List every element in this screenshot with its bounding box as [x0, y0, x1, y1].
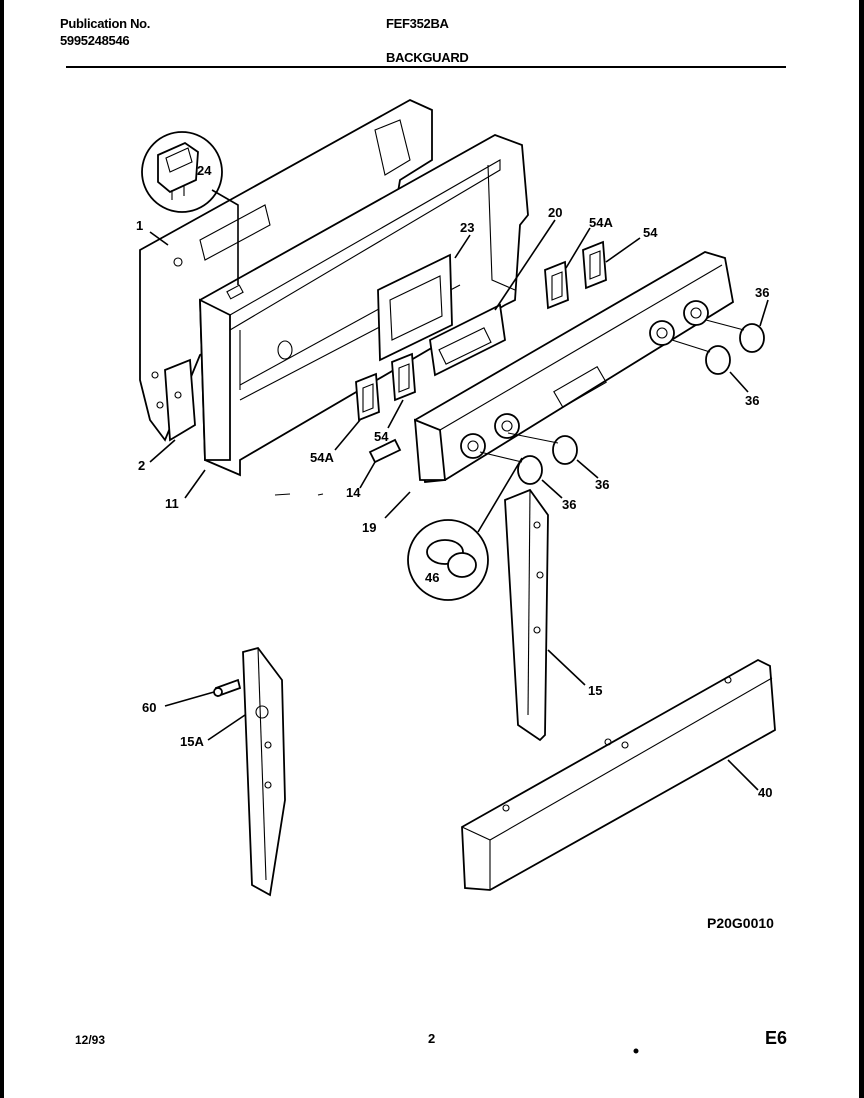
- part-23-bracket: [377, 234, 471, 362]
- callout-15: 15: [588, 683, 602, 698]
- footer-date: 12/93: [75, 1033, 106, 1047]
- part-11-backguard-frame: [199, 134, 529, 477]
- callout-19: 19: [362, 520, 376, 535]
- callout-40: 40: [758, 785, 772, 800]
- callout-15a: 15A: [180, 734, 204, 749]
- leader-1: [149, 231, 169, 246]
- footer-code: E6: [765, 1028, 788, 1048]
- callout-1: 1: [136, 218, 143, 233]
- leader-11: [184, 469, 206, 499]
- callout-24: 24: [197, 163, 212, 178]
- model-number: FEF352BA: [386, 16, 449, 31]
- callout-54-lower: 54: [374, 429, 389, 444]
- part-54-switch-upper: [582, 237, 641, 290]
- callout-36-middle: 36: [595, 477, 609, 492]
- header-rule: [66, 66, 786, 68]
- callout-36-upper-right: 36: [755, 285, 769, 300]
- callout-46: 46: [425, 570, 439, 585]
- scan-marks: [274, 493, 324, 496]
- callout-14: 14: [346, 485, 361, 500]
- part-2-bracket: [164, 358, 196, 442]
- callout-54a-lower: 54A: [310, 450, 334, 465]
- part-54a-switch-upper: [544, 227, 591, 310]
- part-20-clock-module: [429, 219, 556, 377]
- part-60-screw: [164, 678, 242, 707]
- callout-54-upper: 54: [643, 225, 658, 240]
- callout-20: 20: [548, 205, 562, 220]
- callout-54a-upper: 54A: [589, 215, 613, 230]
- drawing-code: P20G0010: [707, 915, 774, 931]
- callout-60: 60: [142, 700, 156, 715]
- part-14-sensor: [359, 438, 402, 489]
- publication-label: Publication No.: [60, 16, 151, 31]
- scan-border-right: [859, 0, 864, 1098]
- leader-2: [149, 439, 176, 463]
- part-15a-side-trim: [207, 646, 286, 897]
- scan-speck: [633, 1048, 639, 1054]
- part-40-front-trim: [461, 658, 776, 891]
- scan-border-left: [0, 0, 4, 1098]
- callout-2: 2: [138, 458, 145, 473]
- part-24-switch-inset: [141, 131, 239, 285]
- callout-11: 11: [165, 496, 179, 511]
- part-15-side-trim: [504, 488, 586, 742]
- callout-36-left: 36: [562, 497, 576, 512]
- part-19-control-panel: [384, 251, 734, 519]
- publication-number: 5995248546: [60, 33, 130, 48]
- part-54-switch-lower: [387, 352, 416, 429]
- footer-page-number: 2: [428, 1031, 436, 1046]
- callout-23: 23: [460, 220, 474, 235]
- part-46-knob-inset: [407, 457, 523, 601]
- part-36-knobs: [479, 299, 769, 499]
- section-title: BACKGUARD: [386, 50, 469, 65]
- callout-36-right: 36: [745, 393, 759, 408]
- part-54a-switch-lower: [334, 372, 380, 451]
